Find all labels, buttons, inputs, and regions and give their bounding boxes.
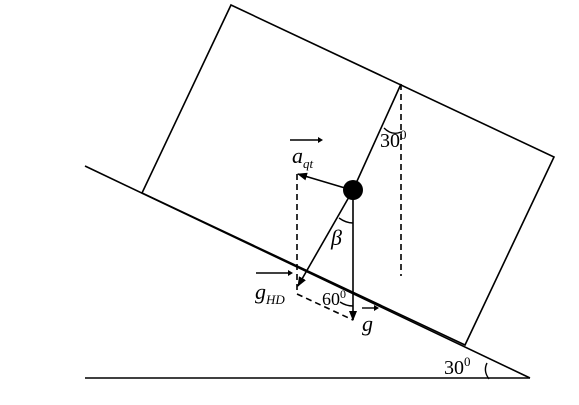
g-hd-overline-head [288, 270, 293, 276]
label-a-qt: aqt [292, 143, 314, 171]
box-angle-arc [383, 127, 402, 135]
label-beta: β [330, 225, 342, 250]
label-g-hd: gHD [255, 279, 285, 307]
label-angle-incline: 300 [444, 354, 471, 379]
incline-angle-arc [484, 362, 490, 380]
label-angle-box: 300 [380, 127, 407, 152]
label-angle-g: 600 [322, 287, 346, 309]
a-qt-overline-head [318, 137, 323, 143]
g-angle-arc [339, 301, 354, 307]
construction-dashed-slant [296, 293, 354, 321]
label-g: g [362, 311, 373, 336]
beta-angle-arc [338, 217, 354, 224]
pendulum-bob [343, 180, 363, 200]
inertial-acceleration-vector [297, 172, 346, 189]
g-overline-head [374, 305, 379, 311]
string-extension [297, 189, 354, 287]
pendulum-string [352, 83, 402, 191]
box-outline [140, 3, 556, 347]
